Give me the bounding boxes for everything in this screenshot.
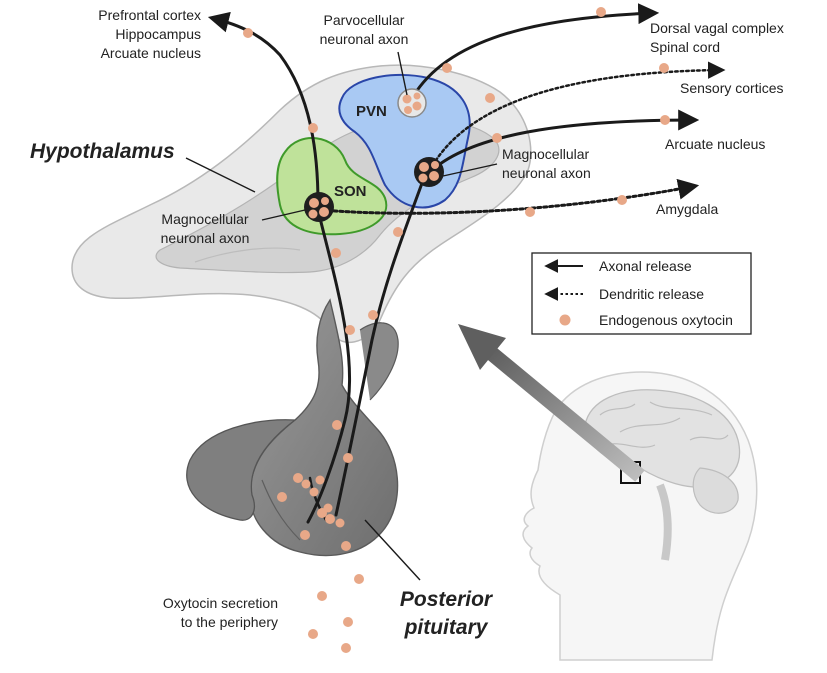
pvn-label: PVN (356, 103, 387, 120)
magno-right-leader-line (442, 163, 498, 177)
target-arcuate-topleft: Arcuate nucleus (101, 45, 201, 61)
magno-right-label-line2: neuronal axon (502, 165, 591, 181)
pvn-magnocellular-cell-body (414, 157, 444, 187)
axon-son-to-pituitary (306, 208, 352, 524)
hypothalamus-leader-line (185, 157, 256, 193)
son-cell-body (304, 192, 334, 222)
magno-left-label-line2: neuronal axon (161, 230, 250, 246)
parvocellular-label-line2: neuronal axon (320, 31, 409, 47)
target-dorsal-vagal: Dorsal vagal complex (650, 20, 784, 36)
magno-left-leader-line (261, 209, 306, 221)
target-prefrontal: Prefrontal cortex (98, 7, 201, 23)
legend-oxytocin-label: Endogenous oxytocin (599, 312, 733, 328)
posterior-pituitary-gland (186, 298, 399, 557)
posterior-pituitary-label-line2: pituitary (404, 616, 489, 639)
hypothalamus-label: Hypothalamus (30, 140, 175, 163)
secretion-label-line1: Oxytocin secretion (163, 595, 278, 611)
oxytocin-particles (243, 7, 670, 653)
magno-right-label-line1: Magnocellular (502, 146, 589, 162)
dendritic-pvn-to-sensory (428, 61, 726, 172)
dendritic-son-to-amygdala (320, 178, 700, 215)
zoom-arrow-icon (458, 324, 645, 482)
target-arcuate-nucleus: Arcuate nucleus (665, 136, 765, 152)
legend-oxytocin-dot (559, 314, 571, 326)
posterior-pituitary-label-line1: Posterior (400, 588, 494, 611)
target-amygdala: Amygdala (656, 201, 718, 217)
parvo-leader-line (397, 51, 408, 96)
magno-left-label-line1: Magnocellular (161, 211, 248, 227)
target-hippocampus: Hippocampus (115, 26, 201, 42)
parvocellular-label-line1: Parvocellular (324, 12, 405, 28)
axon-parvocellular-to-dorsal (408, 3, 660, 104)
parvocellular-cell-body (397, 88, 427, 118)
target-spinal-cord: Spinal cord (650, 39, 720, 55)
target-sensory-cortices: Sensory cortices (680, 80, 783, 96)
legend: Axonal release Dendritic release Endogen… (531, 252, 752, 335)
axon-son-to-prefrontal (207, 11, 320, 206)
son-label: SON (334, 183, 367, 200)
secretion-label-line2: to the periphery (181, 614, 278, 630)
legend-dendritic-label: Dendritic release (599, 286, 704, 302)
axon-pvn-to-arcuate (428, 109, 700, 174)
legend-axonal-label: Axonal release (599, 258, 692, 274)
pituitary-leader-line (364, 519, 421, 581)
